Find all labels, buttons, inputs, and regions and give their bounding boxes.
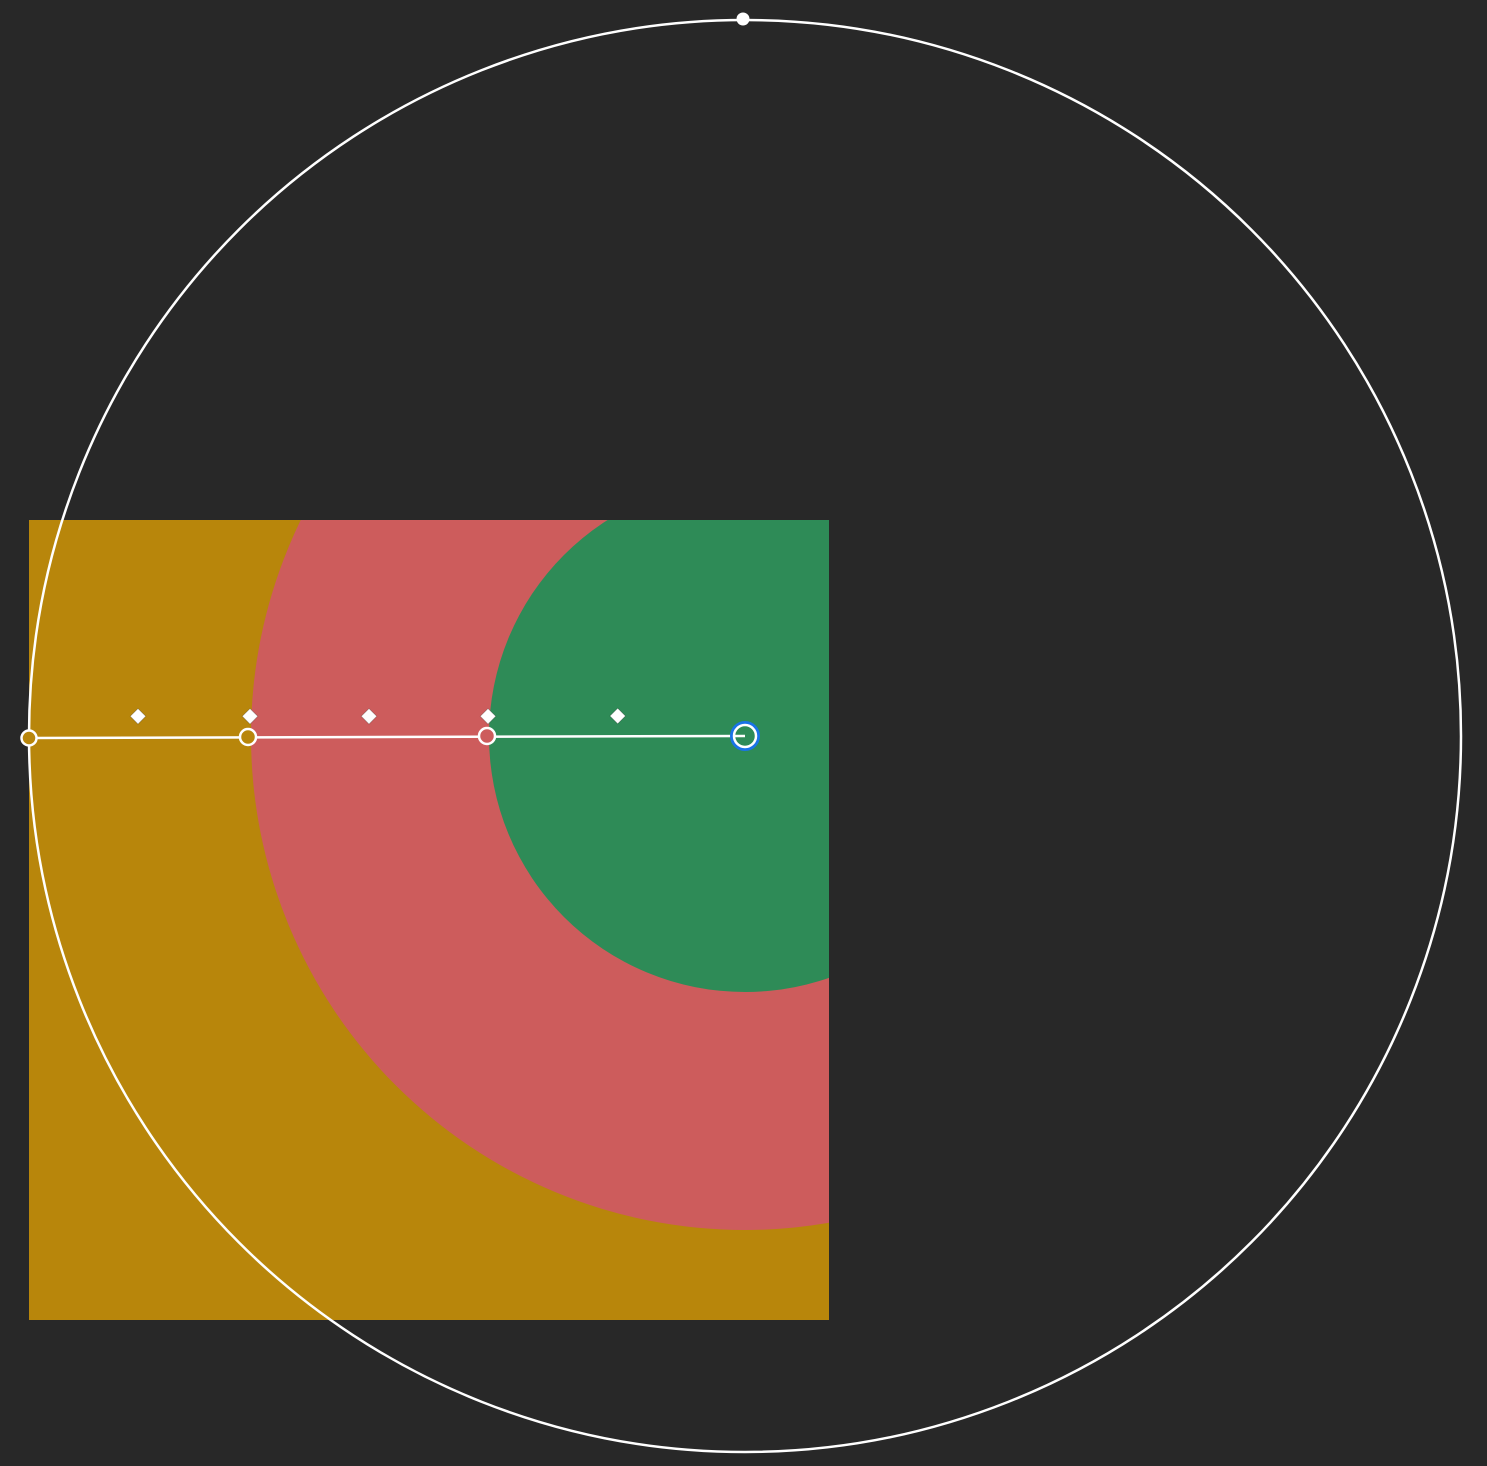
stop-handle-end[interactable] [20, 729, 38, 747]
radius-handle[interactable] [736, 12, 750, 26]
stop-handle-red[interactable] [477, 726, 497, 746]
center-handle-selection-ring [730, 721, 760, 751]
center-handle[interactable] [732, 723, 758, 749]
gradient-band-green [489, 520, 829, 992]
midpoint-diamond[interactable] [129, 707, 147, 725]
stop-handle-gold[interactable] [238, 727, 258, 747]
midpoint-diamond[interactable] [360, 707, 378, 725]
gradient-box[interactable] [29, 242, 1239, 1320]
gradient-line[interactable] [28, 734, 746, 740]
midpoint-diamond[interactable] [479, 707, 497, 725]
midpoint-markers [129, 707, 627, 725]
midpoint-diamond[interactable] [241, 707, 259, 725]
midpoint-diamond[interactable] [609, 707, 627, 725]
